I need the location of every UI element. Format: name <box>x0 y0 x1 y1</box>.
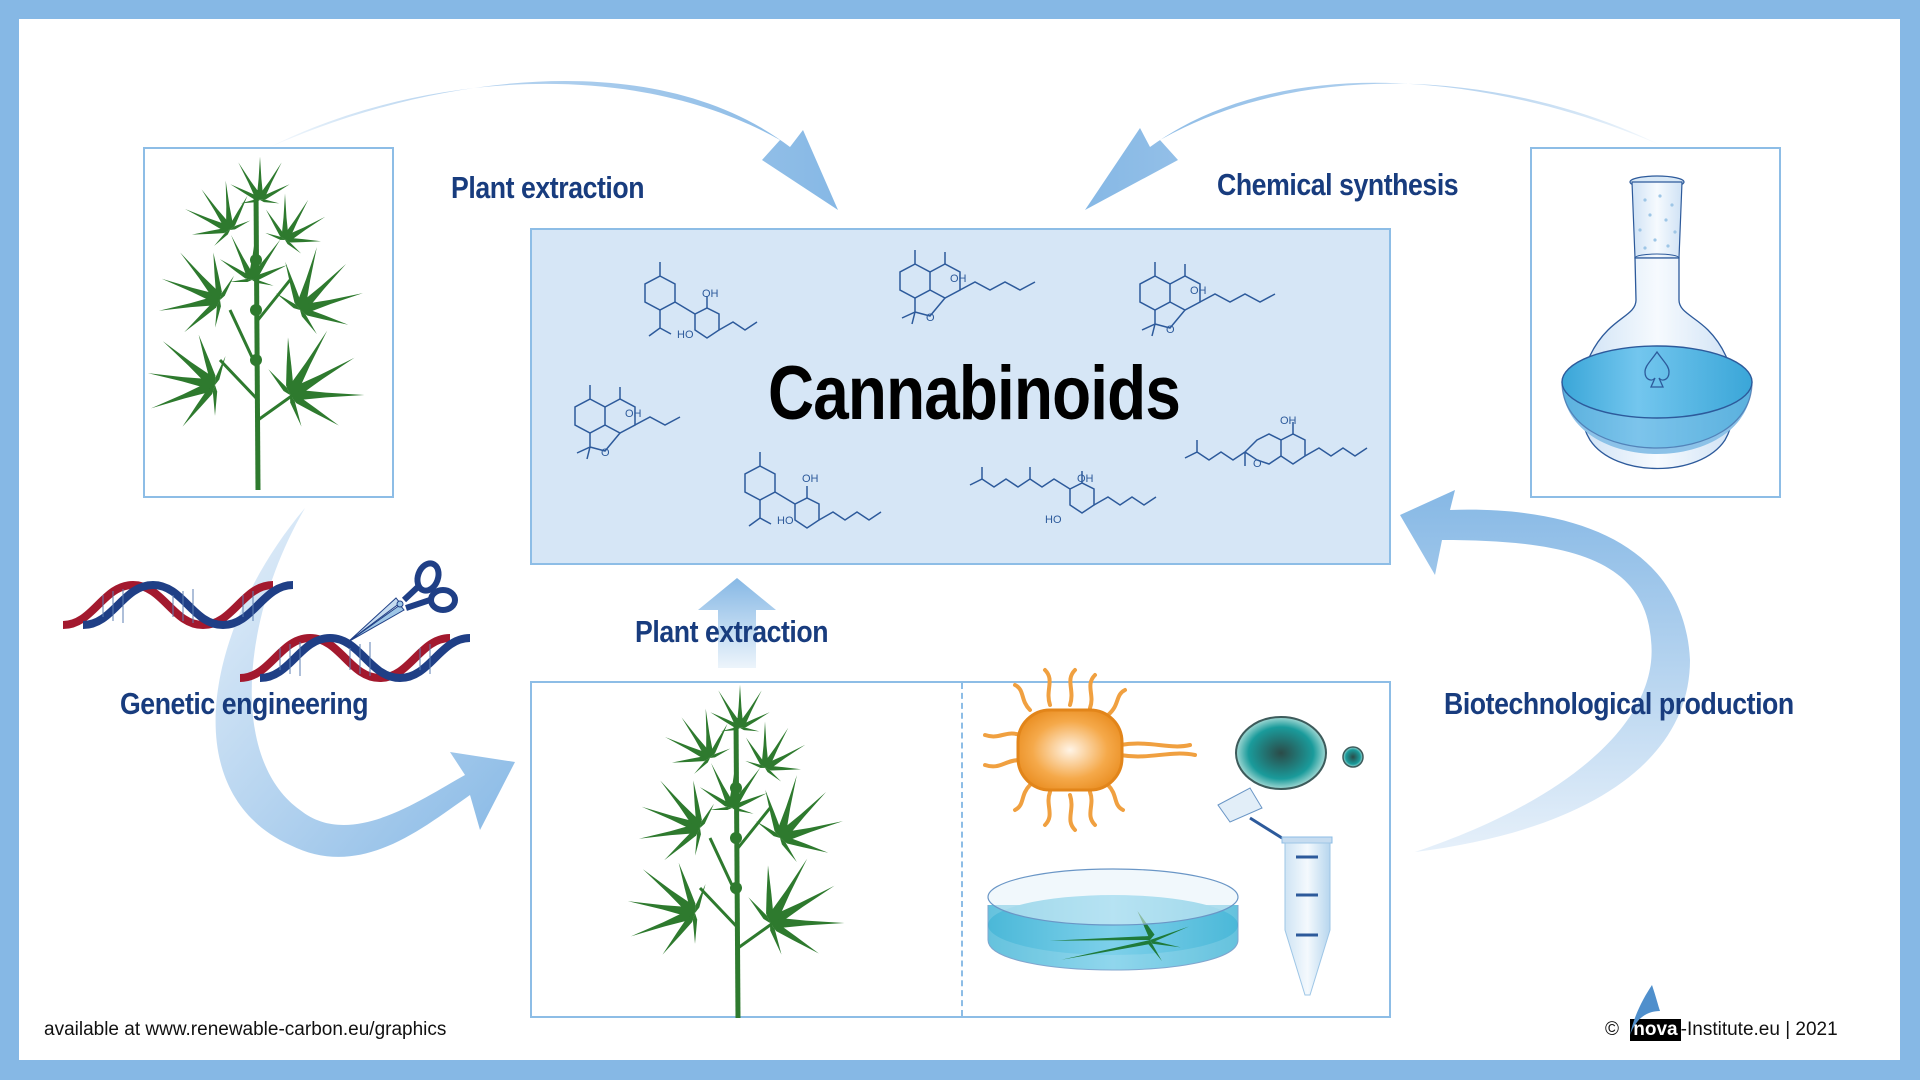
nova-logo-text: nova <box>1633 1019 1678 1040</box>
nova-logo-icon: nova <box>1630 985 1681 1041</box>
petri-dish-icon <box>987 868 1239 971</box>
atom-oh: OH <box>702 288 719 300</box>
atom-ho: HO <box>777 515 794 527</box>
test-tube-icon <box>1217 787 1333 996</box>
atom-o: O <box>926 312 935 324</box>
atom-oh: OH <box>1077 473 1094 485</box>
molecule-cbd <box>744 452 882 529</box>
atom-oh: OH <box>802 473 819 485</box>
atom-o: O <box>1253 458 1262 470</box>
arrow-genetic-engineering <box>215 508 515 857</box>
yeast-cell-icon <box>1235 716 1364 790</box>
hemp-plant-icon <box>619 685 860 1018</box>
label-genetic-engineering: Genetic engineering <box>120 686 369 721</box>
molecule-thcv <box>574 385 681 460</box>
scissors-icon <box>347 560 458 643</box>
atom-oh: OH <box>950 273 967 285</box>
hemp-plant-icon <box>139 157 380 490</box>
footer-source: available at www.renewable-carbon.eu/gra… <box>44 1019 447 1040</box>
molecule-cbn <box>1139 262 1276 337</box>
molecule-structures <box>574 250 1368 529</box>
label-plant-extraction-bottom: Plant extraction <box>635 614 829 649</box>
atom-o: O <box>601 447 610 459</box>
molecule-thc <box>899 250 1036 325</box>
atom-ho: HO <box>1045 514 1062 526</box>
nova-logo-sail <box>1630 985 1661 1035</box>
atom-oh: OH <box>1190 285 1207 297</box>
label-biotechnological-production: Biotechnological production <box>1444 686 1794 721</box>
bacterium-icon <box>983 668 1197 832</box>
molecule-cbc <box>1184 422 1368 466</box>
molecule-atom-labels: OH HO OH O OH O OH O OH HO OH HO OH O <box>601 273 1297 527</box>
arrow-plant-extraction-up <box>698 578 776 668</box>
molecule-cbd-propyl <box>644 262 758 339</box>
institute-text: -Institute.eu | 2021 <box>1680 1019 1838 1040</box>
atom-ho: HO <box>677 329 694 341</box>
label-chemical-synthesis: Chemical synthesis <box>1217 167 1459 202</box>
dna-icon <box>62 580 294 630</box>
arrow-biotechnological <box>1400 490 1690 852</box>
production-divider <box>961 683 963 1016</box>
plant-box-top-left <box>143 147 394 498</box>
flask-icon <box>1561 175 1753 470</box>
atom-oh: OH <box>625 408 642 420</box>
molecule-cbg <box>969 467 1157 514</box>
label-plant-extraction-top: Plant extraction <box>451 170 645 205</box>
footer-copyright: © nova -Institute.eu | 2021 <box>1605 985 1838 1041</box>
atom-o: O <box>1166 324 1175 336</box>
page-title: Cannabinoids <box>768 351 1181 436</box>
dna-icon <box>239 633 471 683</box>
atom-oh: OH <box>1280 415 1297 427</box>
copyright-symbol: © <box>1605 1019 1619 1040</box>
